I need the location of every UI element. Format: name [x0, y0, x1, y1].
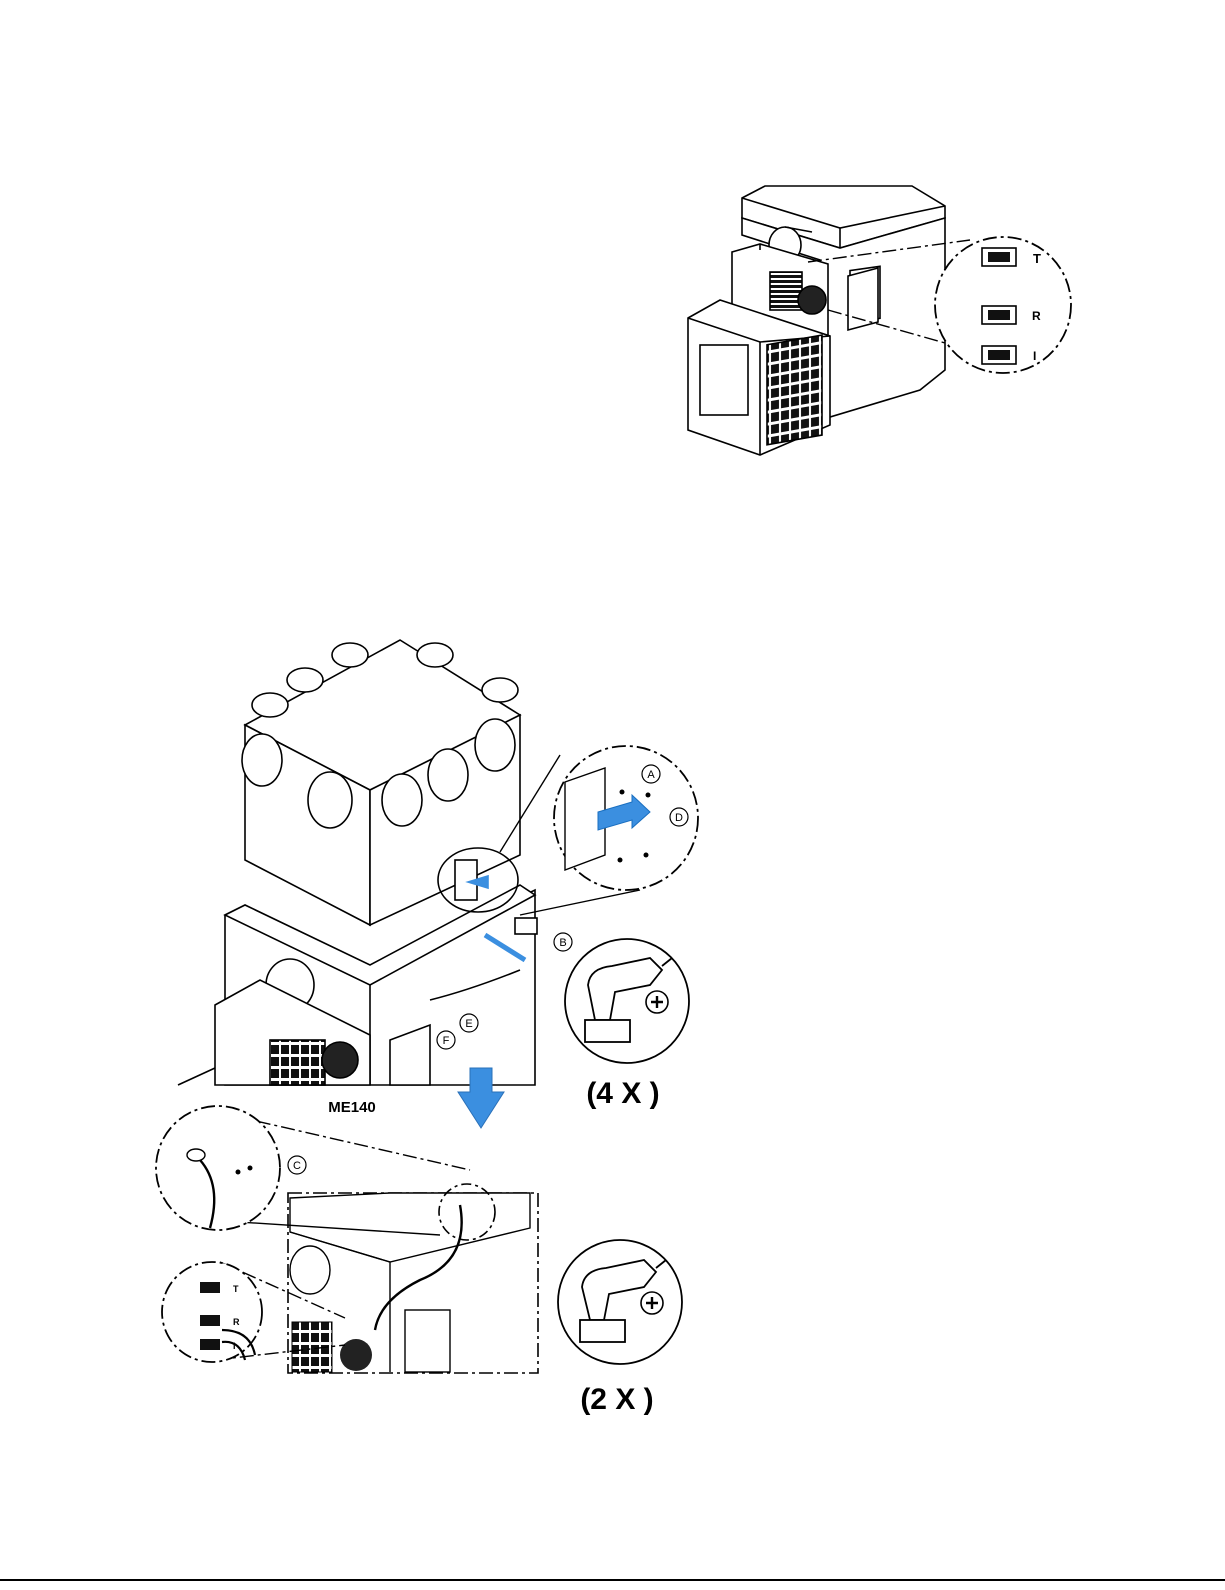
phillips-screw-icon: [646, 991, 668, 1013]
svg-text:D: D: [675, 812, 683, 824]
svg-text:C: C: [293, 1160, 301, 1172]
svg-text:T: T: [233, 1284, 239, 1294]
terminal-label-i: I: [1033, 349, 1036, 363]
terminal-block-t: T: [982, 248, 1041, 266]
panel-zoom-detail: A D: [500, 746, 698, 915]
model-label: ME140: [328, 1099, 376, 1116]
top-unit-diagram: [688, 186, 945, 455]
terminal-label-t: T: [1033, 251, 1041, 266]
quantity-label-4x: (4 X ): [586, 1077, 659, 1110]
terminal-label-r: R: [1032, 309, 1041, 323]
terminal-block-r: R: [982, 306, 1041, 324]
svg-text:E: E: [465, 1018, 472, 1030]
svg-text:A: A: [647, 769, 655, 781]
svg-text:F: F: [443, 1035, 450, 1047]
lower-terminal-r: R: [200, 1315, 240, 1327]
footer-rule: [0, 1579, 1225, 1581]
callout-d: D: [670, 808, 688, 826]
phillips-screw-icon-2: [641, 1292, 663, 1314]
cordless-drill-icon: [565, 939, 689, 1063]
base-frame: [178, 1068, 215, 1085]
svg-text:B: B: [559, 937, 566, 949]
callout-e: E: [460, 1014, 478, 1032]
lower-terminal-t: T: [200, 1282, 239, 1294]
wiring-step-diagram: C T R I: [156, 1106, 538, 1373]
callout-b: B: [554, 933, 572, 951]
callout-c: C: [288, 1156, 306, 1174]
callout-a: A: [642, 765, 660, 783]
bottom-unit-diagram: [215, 640, 537, 1085]
callout-f: F: [437, 1031, 455, 1049]
quantity-label-2x: (2 X ): [580, 1383, 653, 1416]
svg-text:R: R: [233, 1317, 240, 1327]
